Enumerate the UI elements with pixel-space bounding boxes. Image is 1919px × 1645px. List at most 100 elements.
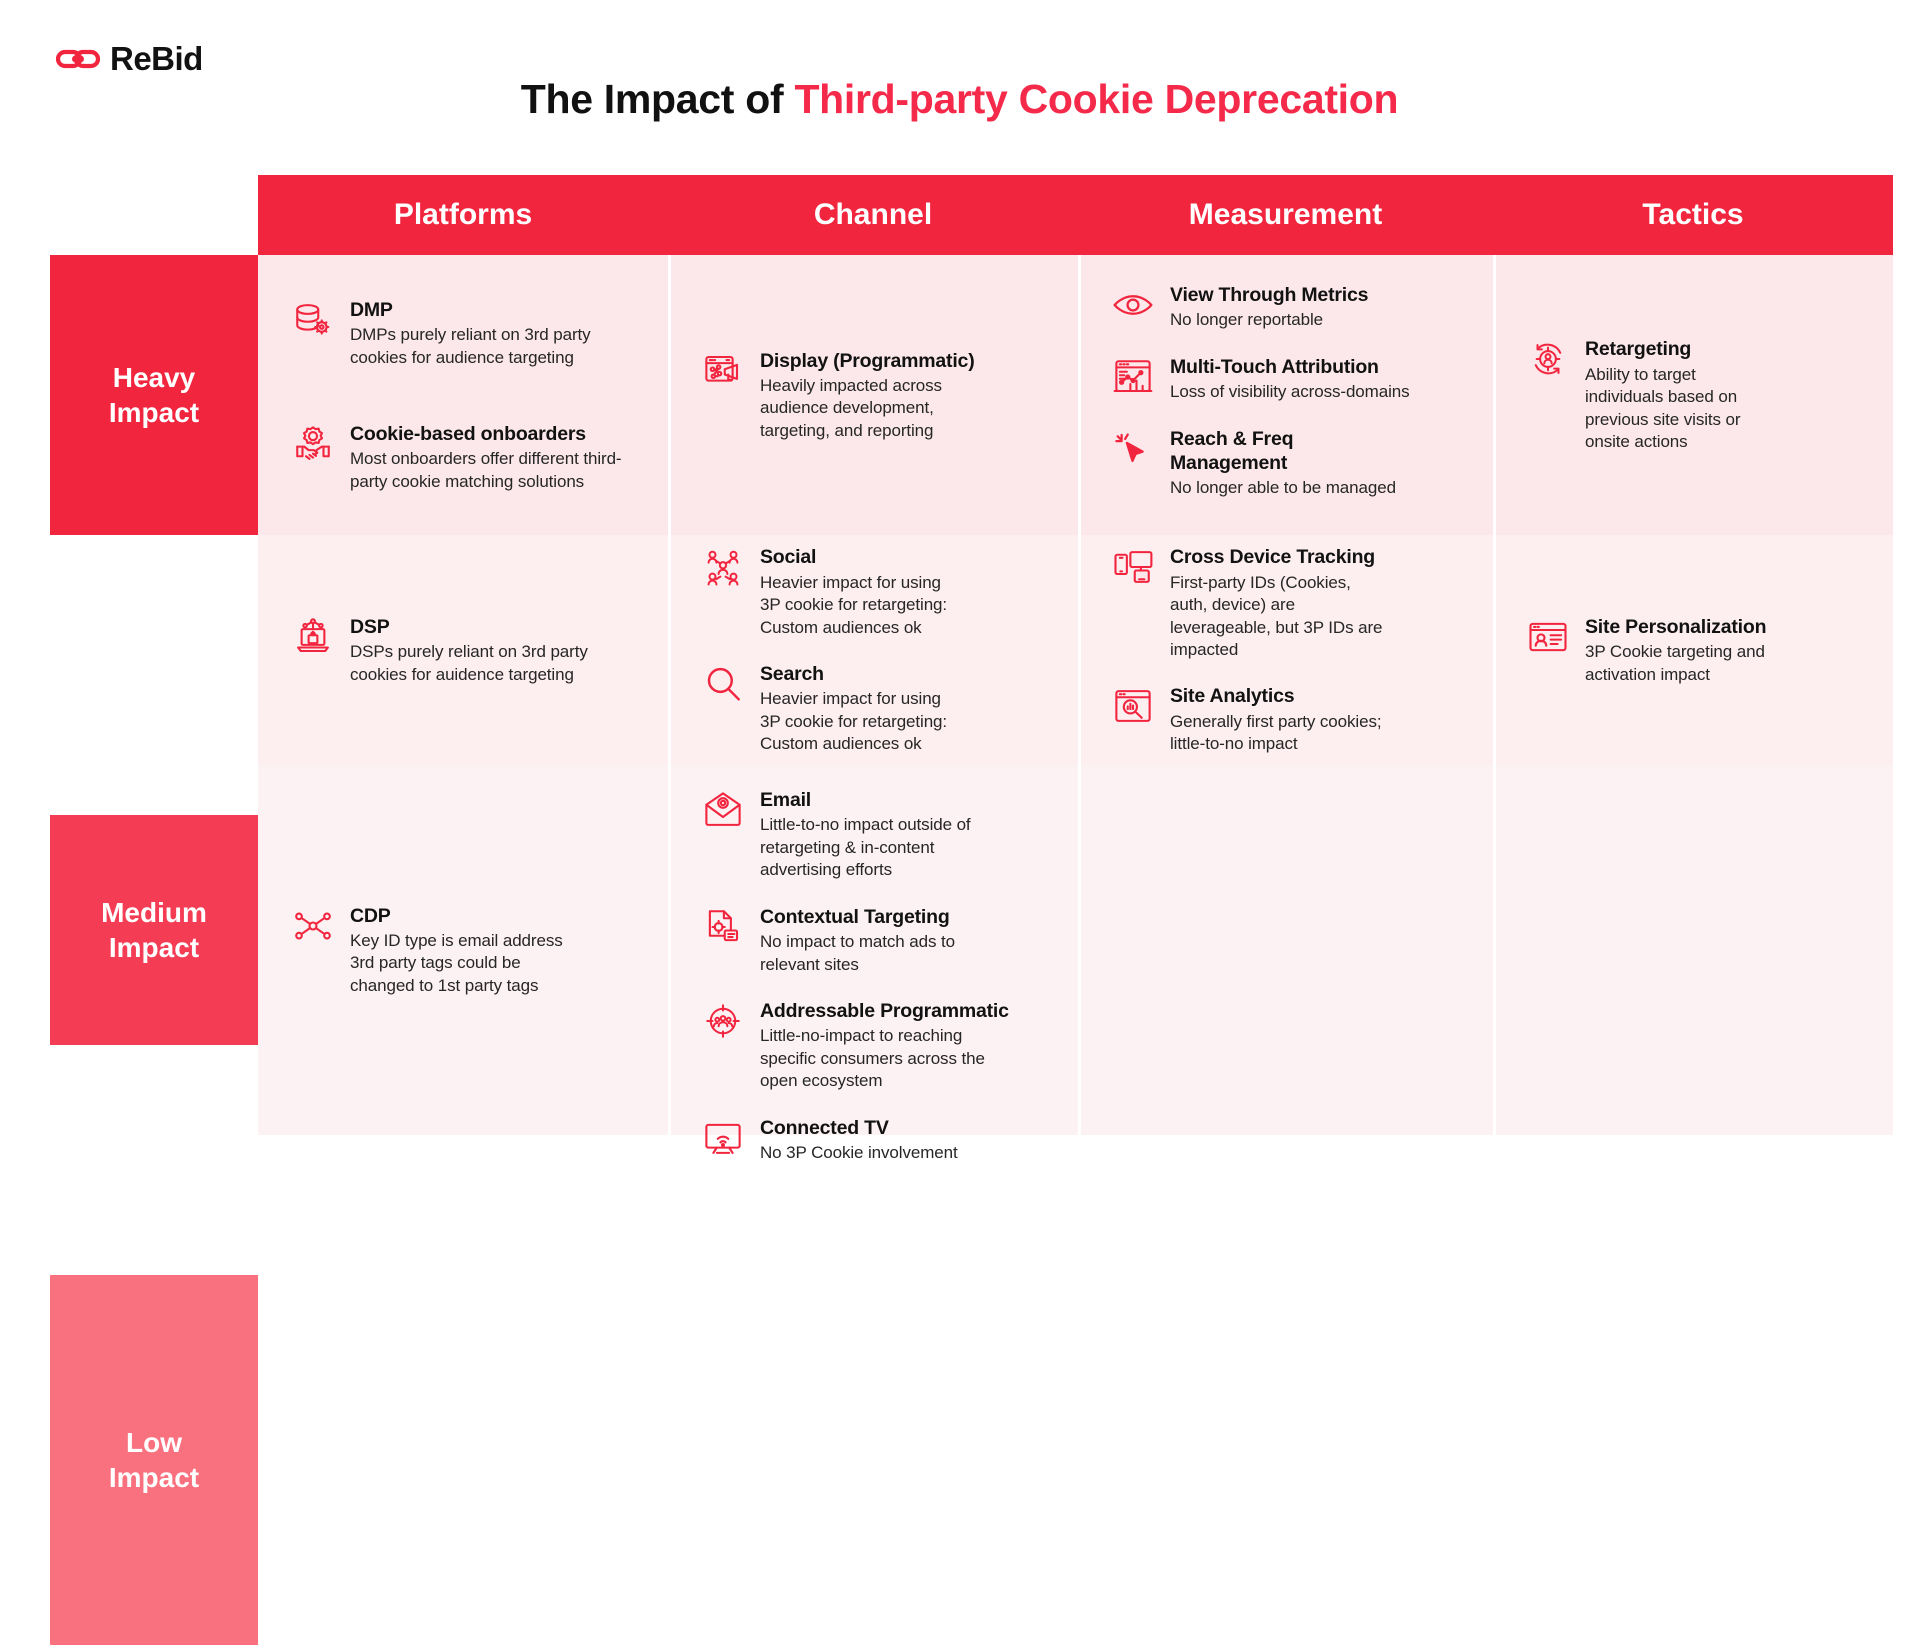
- cell-heavy-channel: Display (Programmatic) Heavily impacted …: [668, 255, 1078, 535]
- item-contextual-targeting: Contextual Targeting No impact to match …: [700, 904, 1056, 976]
- column-header-platforms: Platforms: [393, 198, 533, 231]
- contextual-document-target-icon: [700, 904, 746, 950]
- item-site-personalization: Site Personalization 3P Cookie targeting…: [1525, 614, 1871, 686]
- eye-icon: [1110, 282, 1156, 328]
- item-desc: Heavier impact for using 3P cookie for r…: [760, 572, 948, 637]
- cell-medium-measurement: Cross Device Tracking First-party IDs (C…: [1078, 535, 1493, 765]
- item-title: Contextual Targeting: [760, 905, 950, 928]
- cell-medium-tactics: Site Personalization 3P Cookie targeting…: [1493, 535, 1893, 765]
- cell-heavy-platforms: DMP DMPs purely reliant on 3rd party coo…: [258, 255, 668, 535]
- cell-low-platforms: CDP Key ID type is email address 3rd par…: [258, 765, 668, 1135]
- impact-label-low-line2: Impact: [108, 1462, 200, 1493]
- item-desc: No 3P Cookie involvement: [760, 1143, 958, 1162]
- item-desc: Loss of visibility across-domains: [1170, 382, 1410, 402]
- impact-label-medium-line1: Medium: [101, 897, 207, 928]
- social-network-icon: [700, 544, 746, 590]
- item-title: Email: [760, 789, 812, 811]
- analytics-chart-icon: [1110, 354, 1156, 400]
- item-title: Connected TV: [760, 1116, 889, 1139]
- brand-name: ReBid: [110, 40, 203, 77]
- column-header-tactics: Tactics: [1642, 198, 1744, 231]
- item-site-analytics: Site Analytics Generally first party coo…: [1110, 683, 1471, 755]
- item-desc: 3P Cookie targeting and activation impac…: [1585, 642, 1765, 684]
- item-dmp: DMP DMPs purely reliant on 3rd party coo…: [290, 297, 646, 369]
- title-accent: Third-party Cookie Deprecation: [794, 76, 1399, 122]
- cursor-click-icon: [1110, 426, 1156, 472]
- cross-device-icon: [1110, 544, 1156, 590]
- matrix-row-medium: Medium Impact: [50, 535, 1893, 1045]
- matrix-row-heavy: Heavy Impact: [50, 255, 1893, 535]
- cell-medium-channel: Social Heavier impact for using 3P cooki…: [668, 535, 1078, 765]
- item-title: Site Personalization: [1585, 615, 1767, 638]
- item-title: Display (Programmatic): [760, 349, 975, 372]
- item-title: Cookie-based onboarders: [350, 423, 586, 445]
- item-title: Cross Device Tracking: [1170, 546, 1375, 569]
- item-title: Addressable Programmatic: [760, 999, 1009, 1022]
- item-cookie-based-onboarders: Cookie-based onboarders Most onboarders …: [290, 421, 646, 493]
- search-magnifier-icon: [700, 661, 746, 707]
- item-reach-freq-management: Reach & Freq Management No longer able t…: [1110, 426, 1471, 500]
- item-desc: Most onboarders offer different third-pa…: [350, 449, 622, 491]
- item-title: Social: [760, 546, 817, 569]
- matrix-body: Heavy Impact: [50, 255, 1893, 1645]
- brand-logo: ReBid: [56, 40, 203, 78]
- cell-low-channel: Email Little-to-no impact outside of ret…: [668, 765, 1078, 1162]
- impact-label-heavy: Heavy Impact: [50, 255, 258, 535]
- item-retargeting: Retargeting Ability to target individual…: [1525, 336, 1871, 453]
- impact-label-heavy-line2: Impact: [108, 397, 200, 428]
- item-desc: Heavily impacted across audience develop…: [760, 376, 942, 440]
- browser-megaphone-icon: [700, 348, 746, 394]
- item-title: Site Analytics: [1170, 685, 1295, 708]
- item-multi-touch-attribution: Multi-Touch Attribution Loss of visibili…: [1110, 354, 1471, 404]
- item-title: CDP: [350, 904, 391, 927]
- item-desc: Heavier impact for using 3P cookie for r…: [760, 689, 948, 754]
- cell-medium-platforms: DSP DSPs purely reliant on 3rd party coo…: [258, 535, 668, 765]
- item-desc: DSPs purely reliant on 3rd party cookies…: [350, 642, 588, 684]
- cell-heavy-measurement: View Through Metrics No longer reportabl…: [1078, 255, 1493, 535]
- item-title: DMP: [350, 298, 393, 321]
- impact-label-low-line1: Low: [126, 1427, 182, 1458]
- item-email: Email Little-to-no impact outside of ret…: [700, 787, 1056, 882]
- retargeting-person-target-icon: [1525, 336, 1571, 382]
- cell-heavy-tactics: Retargeting Ability to target individual…: [1493, 255, 1893, 535]
- item-desc: Ability to target individuals based on p…: [1585, 364, 1741, 452]
- impact-label-low: Low Impact: [50, 1275, 258, 1645]
- item-cross-device-tracking: Cross Device Tracking First-party IDs (C…: [1110, 544, 1471, 661]
- impact-matrix: Platforms Channel Measurement Tactics He…: [50, 175, 1893, 1645]
- email-at-icon: [700, 787, 746, 833]
- item-desc: DMPs purely reliant on 3rd party cookies…: [350, 325, 591, 367]
- item-addressable-programmatic: Addressable Programmatic Little-no-impac…: [700, 998, 1056, 1093]
- impact-label-heavy-line1: Heavy: [112, 362, 196, 393]
- item-desc: No longer reportable: [1170, 310, 1323, 330]
- matrix-row-low: Low Impact: [50, 765, 1893, 1645]
- item-desc: First-party IDs (Cookies, auth, device) …: [1170, 572, 1383, 659]
- item-cdp: CDP Key ID type is email address 3rd par…: [290, 903, 646, 998]
- connected-tv-icon: [700, 1115, 746, 1161]
- item-search: Search Heavier impact for using 3P cooki…: [700, 661, 1056, 756]
- item-title: DSP: [350, 615, 390, 638]
- cell-low-measurement: [1078, 765, 1493, 1135]
- item-desc: Generally first party cookies; little-to…: [1170, 711, 1382, 754]
- chain-link-icon: [56, 49, 100, 69]
- item-desc: No impact to match ads to relevant sites: [760, 932, 955, 974]
- matrix-header-row: Platforms Channel Measurement Tactics: [258, 175, 1893, 255]
- impact-label-medium: Medium Impact: [50, 815, 258, 1045]
- item-title: Retargeting: [1585, 338, 1692, 361]
- item-desc: Little-to-no impact outside of retargeti…: [760, 815, 971, 880]
- item-desc: Key ID type is email address 3rd party t…: [350, 931, 563, 995]
- column-header-channel: Channel: [813, 198, 933, 231]
- item-dsp: DSP DSPs purely reliant on 3rd party coo…: [290, 614, 646, 686]
- item-desc: No longer able to be managed: [1170, 478, 1396, 498]
- impact-label-medium-line2: Impact: [108, 932, 200, 963]
- column-header-measurement: Measurement: [1188, 198, 1383, 231]
- handshake-gear-icon: [290, 421, 336, 467]
- cell-low-tactics: [1493, 765, 1893, 1135]
- cdp-nodes-icon: [290, 903, 336, 949]
- item-social: Social Heavier impact for using 3P cooki…: [700, 544, 1056, 639]
- item-connected-tv: Connected TV No 3P Cookie involvement: [700, 1115, 1056, 1165]
- page-title: The Impact of Third-party Cookie Depreca…: [0, 76, 1919, 123]
- item-title: Search: [760, 663, 824, 685]
- addressable-audience-target-icon: [700, 998, 746, 1044]
- item-desc: Little-no-impact to reaching specific co…: [760, 1026, 985, 1091]
- title-lead: The Impact of: [520, 76, 795, 122]
